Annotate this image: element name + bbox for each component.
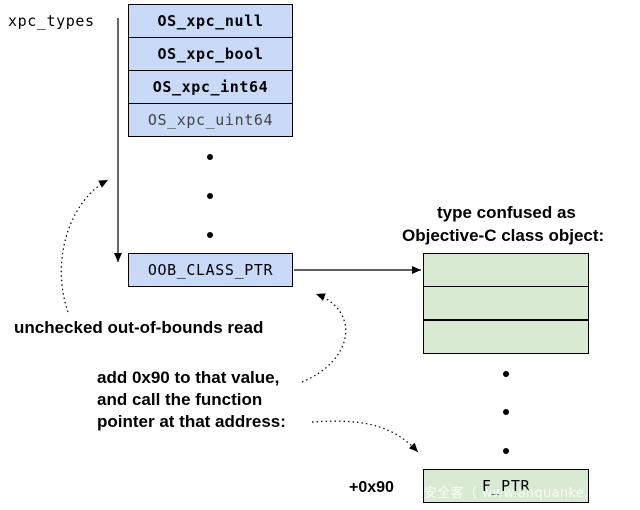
oob-class-ptr-cell: OOB_CLASS_PTR (128, 253, 293, 287)
type-cell-int64: OS_xpc_int64 (128, 70, 293, 104)
type-cell-null: OS_xpc_null (128, 4, 293, 38)
type-cell-uint64: OS_xpc_uint64 (128, 103, 293, 137)
add-caption-line3: pointer at that address: (97, 412, 286, 431)
f-ptr-cell: F_PTR (423, 469, 589, 503)
call-curve (311, 420, 419, 453)
type-cell-bool: OS_xpc_bool (128, 37, 293, 71)
confused-caption-line2: Objective-C class object: (402, 226, 605, 245)
ellipsis-dot (207, 193, 213, 199)
array-label: xpc_types (8, 12, 95, 30)
ellipsis-dot (503, 448, 509, 454)
oob-read-caption: unchecked out-of-bounds read (14, 318, 264, 337)
oob-read-curve (60, 179, 109, 313)
class-object-field (423, 286, 589, 320)
ellipsis-dot (207, 232, 213, 238)
ellipsis-dot (503, 371, 509, 377)
f-ptr-label: F_PTR (481, 477, 531, 495)
add-curve (301, 293, 347, 383)
confused-caption-line1: type confused as (437, 203, 576, 222)
add-caption-line2: and call the function (97, 390, 263, 409)
class-object-field (423, 320, 589, 354)
watermark: 安全客（ www.anquanke.com） (424, 486, 631, 501)
offset-label: +0x90 (349, 479, 394, 496)
ellipsis-dot (503, 409, 509, 415)
ellipsis-dot (207, 154, 213, 160)
add-caption-line1: add 0x90 to that value, (97, 368, 280, 387)
class-object-field (423, 253, 589, 287)
